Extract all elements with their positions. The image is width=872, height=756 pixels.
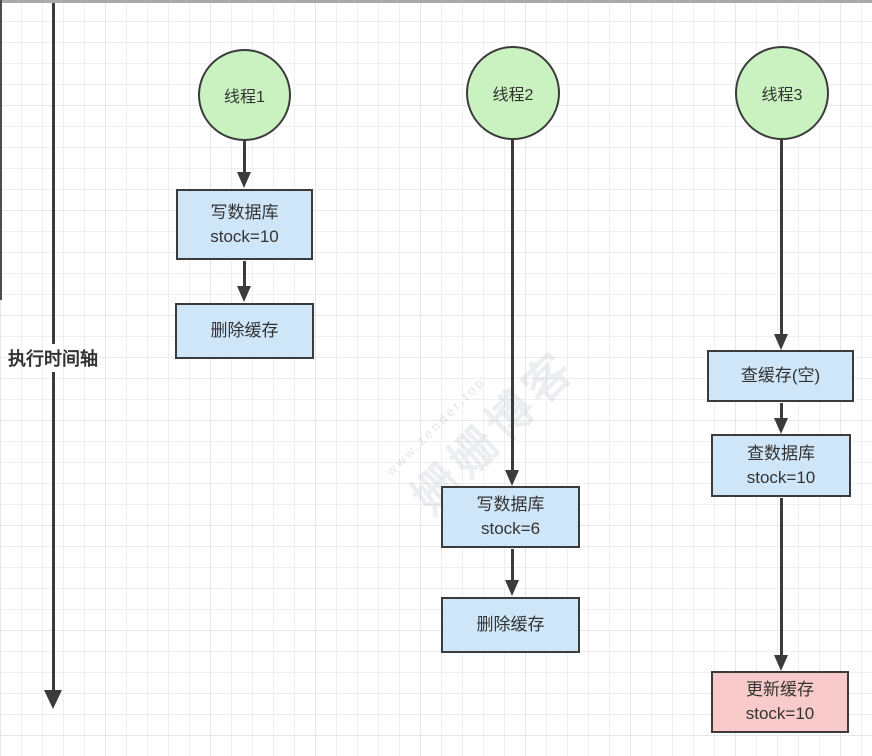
thread2-step-write-db: 写数据库 stock=6 <box>441 486 580 548</box>
thread3-label: 线程3 <box>761 87 803 104</box>
thread1-label: 线程1 <box>224 89 265 106</box>
thread1-connector-2 <box>243 261 246 287</box>
thread2-connector-2-arrowhead-icon <box>505 580 519 596</box>
thread2-connector-1-arrowhead-icon <box>505 470 519 486</box>
window-left-edge <box>0 0 2 300</box>
thread1-step-write-db: 写数据库 stock=10 <box>176 189 313 260</box>
thread2-connector-1 <box>511 140 514 471</box>
thread2-label: 线程2 <box>492 87 534 104</box>
thread3-connector-1-arrowhead-icon <box>774 334 788 350</box>
thread2-connector-2 <box>511 549 514 581</box>
window-top-edge <box>0 0 872 3</box>
timeline-axis-line-bottom <box>52 372 55 690</box>
thread3-step-check-cache: 查缓存(空) <box>707 350 854 402</box>
thread3-node: 线程3 <box>735 46 829 140</box>
thread1-connector-2-arrowhead-icon <box>237 286 251 302</box>
thread1-connector-1-arrowhead-icon <box>237 172 251 188</box>
thread3-connector-2-arrowhead-icon <box>774 418 788 434</box>
thread3-connector-3-arrowhead-icon <box>774 655 788 671</box>
timeline-axis-arrowhead-icon <box>44 690 62 709</box>
thread3-connector-1 <box>780 140 783 335</box>
timeline-axis-line-top <box>52 3 55 344</box>
timeline-axis-label: 执行时间轴 <box>8 349 98 369</box>
thread1-step-delete-cache: 删除缓存 <box>175 303 314 359</box>
thread3-step-query-db: 查数据库 stock=10 <box>711 434 851 497</box>
thread2-step-delete-cache: 删除缓存 <box>441 597 580 653</box>
thread3-connector-3 <box>780 498 783 656</box>
thread2-node: 线程2 <box>466 46 560 140</box>
thread3-step-update-cache: 更新缓存 stock=10 <box>711 671 849 733</box>
thread1-connector-1 <box>243 141 246 173</box>
thread3-connector-2 <box>780 403 783 419</box>
thread1-node: 线程1 <box>198 49 291 141</box>
watermark-url: www.zender.top <box>383 373 489 479</box>
